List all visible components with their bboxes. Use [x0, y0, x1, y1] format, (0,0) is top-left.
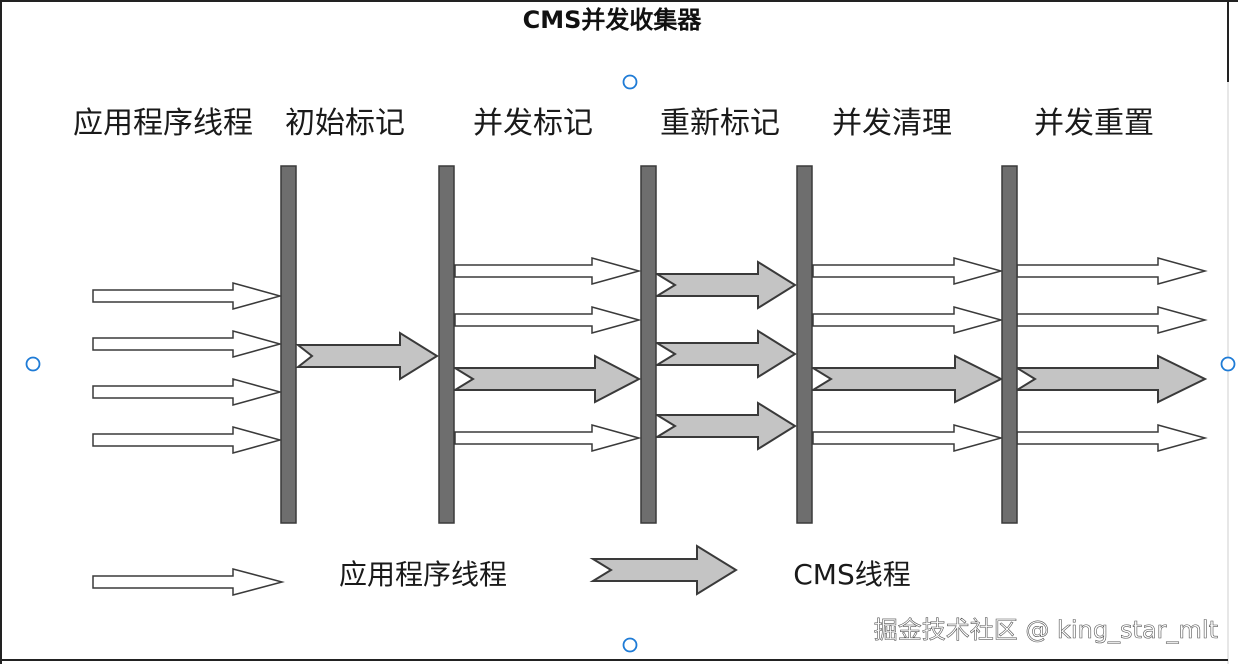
app-thread-arrow	[812, 424, 1004, 452]
cms-thread-arrow	[653, 260, 797, 310]
app-thread-arrow	[92, 330, 283, 358]
phase-barrier	[438, 165, 455, 524]
legend-cms-arrow	[589, 544, 738, 596]
app-thread-arrow	[1016, 424, 1208, 452]
stage-label-concurrent-mark: 并发标记	[473, 106, 593, 141]
diagram-title: CMS并发收集器	[523, 6, 703, 34]
legend-app-label: 应用程序线程	[339, 558, 507, 591]
stage-label-remark: 重新标记	[660, 106, 780, 141]
phase-barrier	[1001, 165, 1018, 524]
app-thread-arrow	[454, 306, 642, 334]
phase-barrier	[640, 165, 657, 524]
app-thread-arrow	[1016, 306, 1208, 334]
stage-label-initial-mark: 初始标记	[285, 106, 405, 141]
thread-arrows	[92, 257, 1208, 454]
app-thread-arrow	[812, 257, 1004, 285]
cms-thread-arrow	[653, 401, 797, 451]
app-thread-arrow	[92, 282, 283, 310]
cms-thread-arrow	[809, 354, 1004, 404]
legend-cms-label: CMS线程	[793, 558, 910, 591]
watermark: 掘金技术社区 @ king_star_mlt	[874, 616, 1218, 644]
stage-label-concurrent-sweep: 并发清理	[832, 106, 952, 141]
cms-thread-arrow	[451, 354, 642, 404]
app-thread-arrow	[812, 306, 1004, 334]
app-thread-arrow	[454, 257, 642, 285]
cms-thread-arrow	[653, 329, 797, 379]
phase-barrier	[796, 165, 813, 524]
legend: 应用程序线程 CMS线程	[92, 544, 911, 596]
app-thread-arrow	[1016, 257, 1208, 285]
app-thread-arrow	[92, 378, 283, 406]
resize-handle-right[interactable]	[1220, 356, 1236, 372]
legend-app-arrow	[92, 568, 285, 596]
cms-thread-arrow	[295, 331, 439, 381]
resize-handle-top[interactable]	[622, 74, 638, 90]
app-thread-arrow	[92, 426, 283, 454]
phase-barrier	[280, 165, 297, 524]
resize-handle-bottom[interactable]	[622, 637, 638, 653]
stage-label-app-threads: 应用程序线程	[73, 106, 253, 141]
cms-thread-arrow	[1013, 354, 1208, 404]
app-thread-arrow	[454, 424, 642, 452]
resize-handle-left[interactable]	[25, 356, 41, 372]
stage-label-concurrent-reset: 并发重置	[1034, 106, 1154, 141]
